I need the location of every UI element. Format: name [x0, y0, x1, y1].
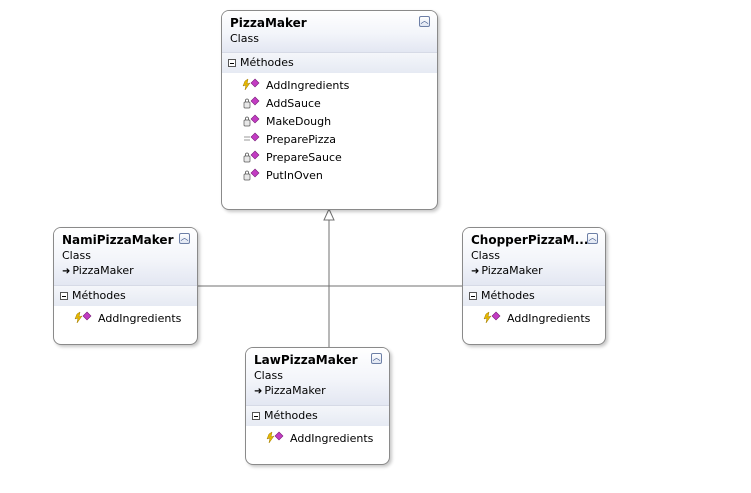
method-item[interactable]: PreparePizza	[222, 130, 437, 148]
class-body: Méthodes AddIngredients	[246, 406, 389, 453]
class-name: LawPizzaMaker	[254, 353, 358, 367]
method-item[interactable]: AddIngredients	[463, 309, 605, 327]
class-namipizzamaker[interactable]: NamiPizzaMaker Class ➜PizzaMaker ︿ Métho…	[53, 227, 198, 345]
collapse-section-icon[interactable]	[60, 292, 68, 300]
class-lawpizzamaker[interactable]: LawPizzaMaker Class ➜PizzaMaker ︿ Méthod…	[245, 347, 390, 465]
class-name: ChopperPizzaM...	[471, 233, 589, 247]
methods-section-header[interactable]: Méthodes	[463, 286, 605, 306]
collapse-section-icon[interactable]	[228, 59, 236, 67]
method-name: AddIngredients	[290, 431, 374, 445]
inherits-arrow-icon: ➜	[62, 266, 71, 277]
section-label: Méthodes	[240, 56, 294, 69]
method-name: PrepareSauce	[266, 150, 342, 164]
method-list: AddIngredients	[246, 426, 389, 453]
method-name: AddIngredients	[266, 78, 350, 92]
class-stereotype: Class	[230, 32, 259, 45]
class-body: Méthodes AddIngredients	[463, 286, 605, 333]
class-name: NamiPizzaMaker	[62, 233, 174, 247]
class-stereotype: Class	[471, 249, 500, 262]
section-label: Méthodes	[264, 409, 318, 422]
private-method-icon	[243, 168, 260, 181]
methods-section-header[interactable]: Méthodes	[54, 286, 197, 306]
method-item[interactable]: AddIngredients	[222, 76, 437, 94]
public-method-icon	[266, 431, 284, 444]
public-method-icon	[74, 311, 92, 324]
method-list: AddIngredients	[463, 306, 605, 333]
chevron-up-icon: ︿	[588, 233, 597, 242]
base-class-name: PizzaMaker	[481, 264, 543, 277]
method-item[interactable]: PrepareSauce	[222, 148, 437, 166]
inherits-arrow-icon: ➜	[471, 266, 480, 277]
private-method-icon	[243, 114, 260, 127]
collapse-button[interactable]: ︿	[587, 233, 598, 244]
base-class-name: PizzaMaker	[72, 264, 134, 277]
class-chopperpizzamaker[interactable]: ChopperPizzaM... Class ➜PizzaMaker ︿ Mét…	[462, 227, 606, 345]
class-body: Méthodes AddIngredients	[54, 286, 197, 333]
method-name: PreparePizza	[266, 132, 336, 146]
public-method-icon	[483, 311, 501, 324]
collapse-button[interactable]: ︿	[371, 353, 382, 364]
method-name: MakeDough	[266, 114, 332, 128]
section-label: Méthodes	[72, 289, 126, 302]
method-name: AddSauce	[266, 96, 321, 110]
method-item[interactable]: MakeDough	[222, 112, 437, 130]
collapse-section-icon[interactable]	[469, 292, 477, 300]
chevron-up-icon: ︿	[420, 16, 429, 25]
collapse-button[interactable]: ︿	[179, 233, 190, 244]
method-list: AddIngredients	[54, 306, 197, 333]
class-name: PizzaMaker	[230, 16, 307, 30]
class-header: NamiPizzaMaker Class ➜PizzaMaker ︿	[54, 228, 197, 286]
public-method-icon	[242, 78, 260, 91]
private-method-icon	[243, 150, 260, 163]
methods-section-header[interactable]: Méthodes	[246, 406, 389, 426]
method-name: PutInOven	[266, 168, 323, 182]
method-name: AddIngredients	[98, 311, 182, 325]
method-item[interactable]: PutInOven	[222, 166, 437, 184]
section-label: Méthodes	[481, 289, 535, 302]
class-body: Méthodes AddIngredients AddSauce MakeDou…	[222, 53, 437, 190]
private-method-icon	[243, 96, 260, 109]
base-class-label: ➜PizzaMaker	[62, 263, 189, 279]
method-icon	[244, 132, 260, 142]
class-stereotype: Class	[254, 369, 283, 382]
class-header: LawPizzaMaker Class ➜PizzaMaker ︿	[246, 348, 389, 406]
methods-section-header[interactable]: Méthodes	[222, 53, 437, 73]
class-header: ChopperPizzaM... Class ➜PizzaMaker ︿	[463, 228, 605, 286]
collapse-section-icon[interactable]	[252, 412, 260, 420]
method-item[interactable]: AddSauce	[222, 94, 437, 112]
class-stereotype: Class	[62, 249, 91, 262]
method-item[interactable]: AddIngredients	[246, 429, 389, 447]
method-list: AddIngredients AddSauce MakeDough Prepar…	[222, 73, 437, 190]
base-class-label: ➜PizzaMaker	[471, 263, 597, 279]
class-pizzamaker[interactable]: PizzaMaker Class ︿ Méthodes AddIngredien…	[221, 10, 438, 210]
class-header: PizzaMaker Class ︿	[222, 11, 437, 53]
inherits-arrow-icon: ➜	[254, 386, 263, 397]
chevron-up-icon: ︿	[180, 233, 189, 242]
base-class-label: ➜PizzaMaker	[254, 383, 381, 399]
chevron-up-icon: ︿	[372, 353, 381, 362]
method-item[interactable]: AddIngredients	[54, 309, 197, 327]
base-class-name: PizzaMaker	[264, 384, 326, 397]
collapse-button[interactable]: ︿	[419, 16, 430, 27]
method-name: AddIngredients	[507, 311, 591, 325]
inheritance-arrowhead	[323, 207, 335, 221]
